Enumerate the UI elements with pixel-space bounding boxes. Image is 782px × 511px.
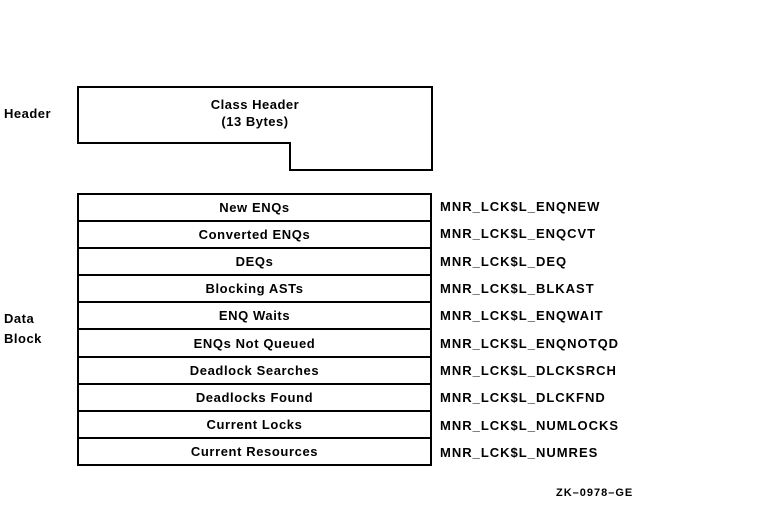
field-name-label: MNR_LCK$L_BLKAST xyxy=(440,281,595,297)
data-block-table: New ENQs Converted ENQs DEQs Blocking AS… xyxy=(77,193,432,466)
class-header-box-shape xyxy=(77,86,433,171)
row-label: DEQs xyxy=(235,254,274,270)
class-header-title: Class Header xyxy=(210,97,300,112)
row-label: Blocking ASTs xyxy=(205,281,304,297)
field-name-label: MNR_LCK$L_NUMRES xyxy=(440,444,599,460)
row-label: Current Resources xyxy=(190,443,319,459)
row-label: New ENQs xyxy=(219,200,290,216)
field-name-label: MNR_LCK$L_DLCKFND xyxy=(440,390,606,406)
data-block-row: Deadlocks Found xyxy=(79,385,430,412)
field-name-label: MNR_LCK$L_ENQNEW xyxy=(440,199,601,215)
data-block-row: Current Resources xyxy=(79,439,430,464)
data-block-row: ENQs Not Queued xyxy=(79,330,430,358)
field-name-label: MNR_LCK$L_ENQNOTQD xyxy=(440,335,620,351)
row-label: ENQs Not Queued xyxy=(193,335,316,351)
row-label: Deadlocks Found xyxy=(195,389,314,405)
data-block-row: Blocking ASTs xyxy=(79,276,430,304)
data-block-section-label: Data Block xyxy=(4,311,42,346)
row-label: Current Locks xyxy=(206,416,303,432)
data-block-row: DEQs xyxy=(79,249,430,277)
field-name-column: MNR_LCK$L_ENQNEW MNR_LCK$L_ENQCVT MNR_LC… xyxy=(440,193,619,466)
data-block-row: Converted ENQs xyxy=(79,222,430,250)
field-name-label: MNR_LCK$L_ENQWAIT xyxy=(440,308,604,324)
row-label: ENQ Waits xyxy=(218,308,291,324)
field-name-label: MNR_LCK$L_DEQ xyxy=(440,253,568,269)
data-block-row: New ENQs xyxy=(79,195,430,223)
class-header-size: (13 Bytes) xyxy=(221,114,289,129)
data-block-row: ENQ Waits xyxy=(79,303,430,331)
row-label: Deadlock Searches xyxy=(189,362,320,378)
field-name-label: MNR_LCK$L_NUMLOCKS xyxy=(440,417,620,433)
field-name-label: MNR_LCK$L_DLCKSRCH xyxy=(440,362,617,378)
class-header-text: Class Header (13 Bytes) xyxy=(78,96,432,130)
data-block-row: Current Locks xyxy=(79,412,430,439)
row-label: Converted ENQs xyxy=(198,227,311,243)
header-section-label: Header xyxy=(4,106,52,121)
field-name-label: MNR_LCK$L_ENQCVT xyxy=(440,226,597,242)
data-block-row: Deadlock Searches xyxy=(79,358,430,385)
figure-id-label: ZK–0978–GE xyxy=(556,487,634,499)
